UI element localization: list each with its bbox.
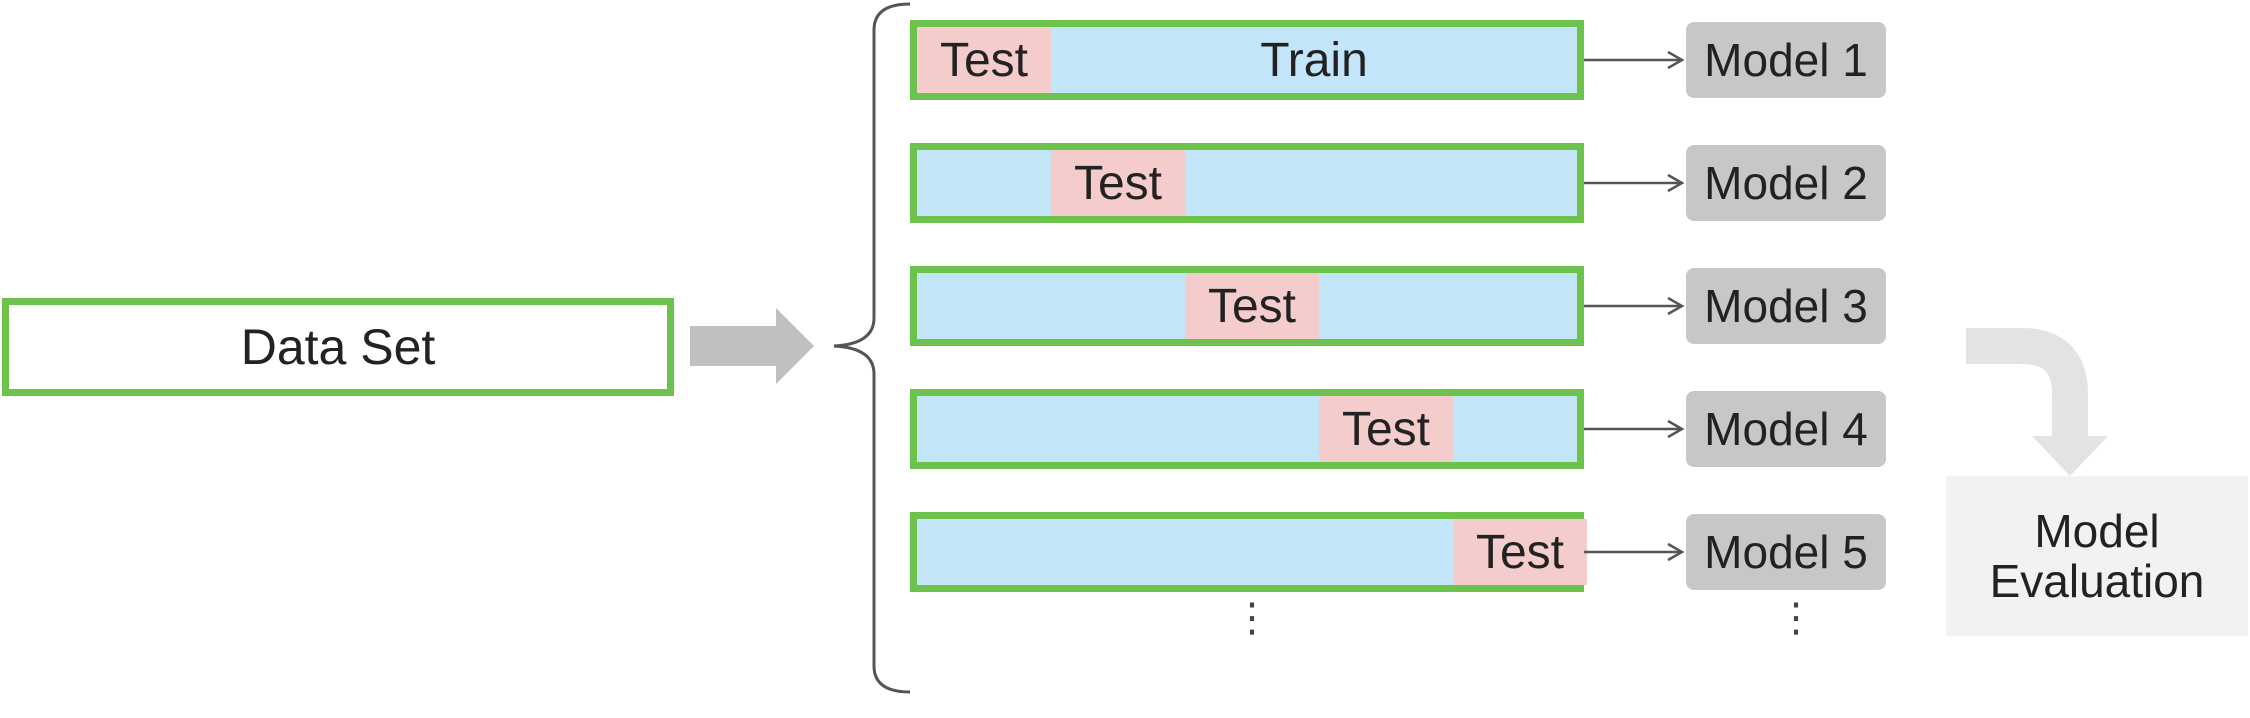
fold-row-5: Test xyxy=(910,512,1587,592)
split-arrow-icon xyxy=(690,308,814,384)
evaluation-line-2: Evaluation xyxy=(1989,555,2205,607)
model-4-button[interactable]: Model 4 xyxy=(1686,391,1886,467)
brace-icon xyxy=(833,2,910,694)
model-5-button[interactable]: Model 5 xyxy=(1686,514,1886,590)
model-3-button[interactable]: Model 3 xyxy=(1686,268,1886,344)
arrow-right-icon xyxy=(1584,542,1685,562)
fold-row-2: Test xyxy=(910,143,1584,223)
train-label: Train xyxy=(1260,33,1368,87)
arrow-right-icon xyxy=(1584,296,1685,316)
fold-row-3: Test xyxy=(910,266,1584,346)
fold-row-4: Test xyxy=(910,389,1584,469)
models-continuation-dots: ⋮ xyxy=(1776,596,1816,640)
model-2-button[interactable]: Model 2 xyxy=(1686,145,1886,221)
model-1-button[interactable]: Model 1 xyxy=(1686,22,1886,98)
dataset-box: Data Set xyxy=(2,298,674,396)
test-segment: Test xyxy=(1319,396,1453,462)
dataset-label: Data Set xyxy=(240,319,436,375)
arrow-right-icon xyxy=(1584,50,1685,70)
test-segment: Test xyxy=(1453,519,1587,585)
test-segment: Test xyxy=(1051,150,1185,216)
model-evaluation-box: Model Evaluation xyxy=(1946,476,2248,636)
evaluation-line-1: Model xyxy=(2034,505,2160,557)
fold-row-1: Test Train xyxy=(910,20,1584,100)
test-segment: Test xyxy=(1185,273,1319,339)
curved-arrow-icon xyxy=(1966,328,2108,476)
folds-continuation-dots: ⋮ xyxy=(1232,596,1272,640)
test-segment: Test xyxy=(917,27,1051,93)
arrow-right-icon xyxy=(1584,419,1685,439)
arrow-right-icon xyxy=(1584,173,1685,193)
